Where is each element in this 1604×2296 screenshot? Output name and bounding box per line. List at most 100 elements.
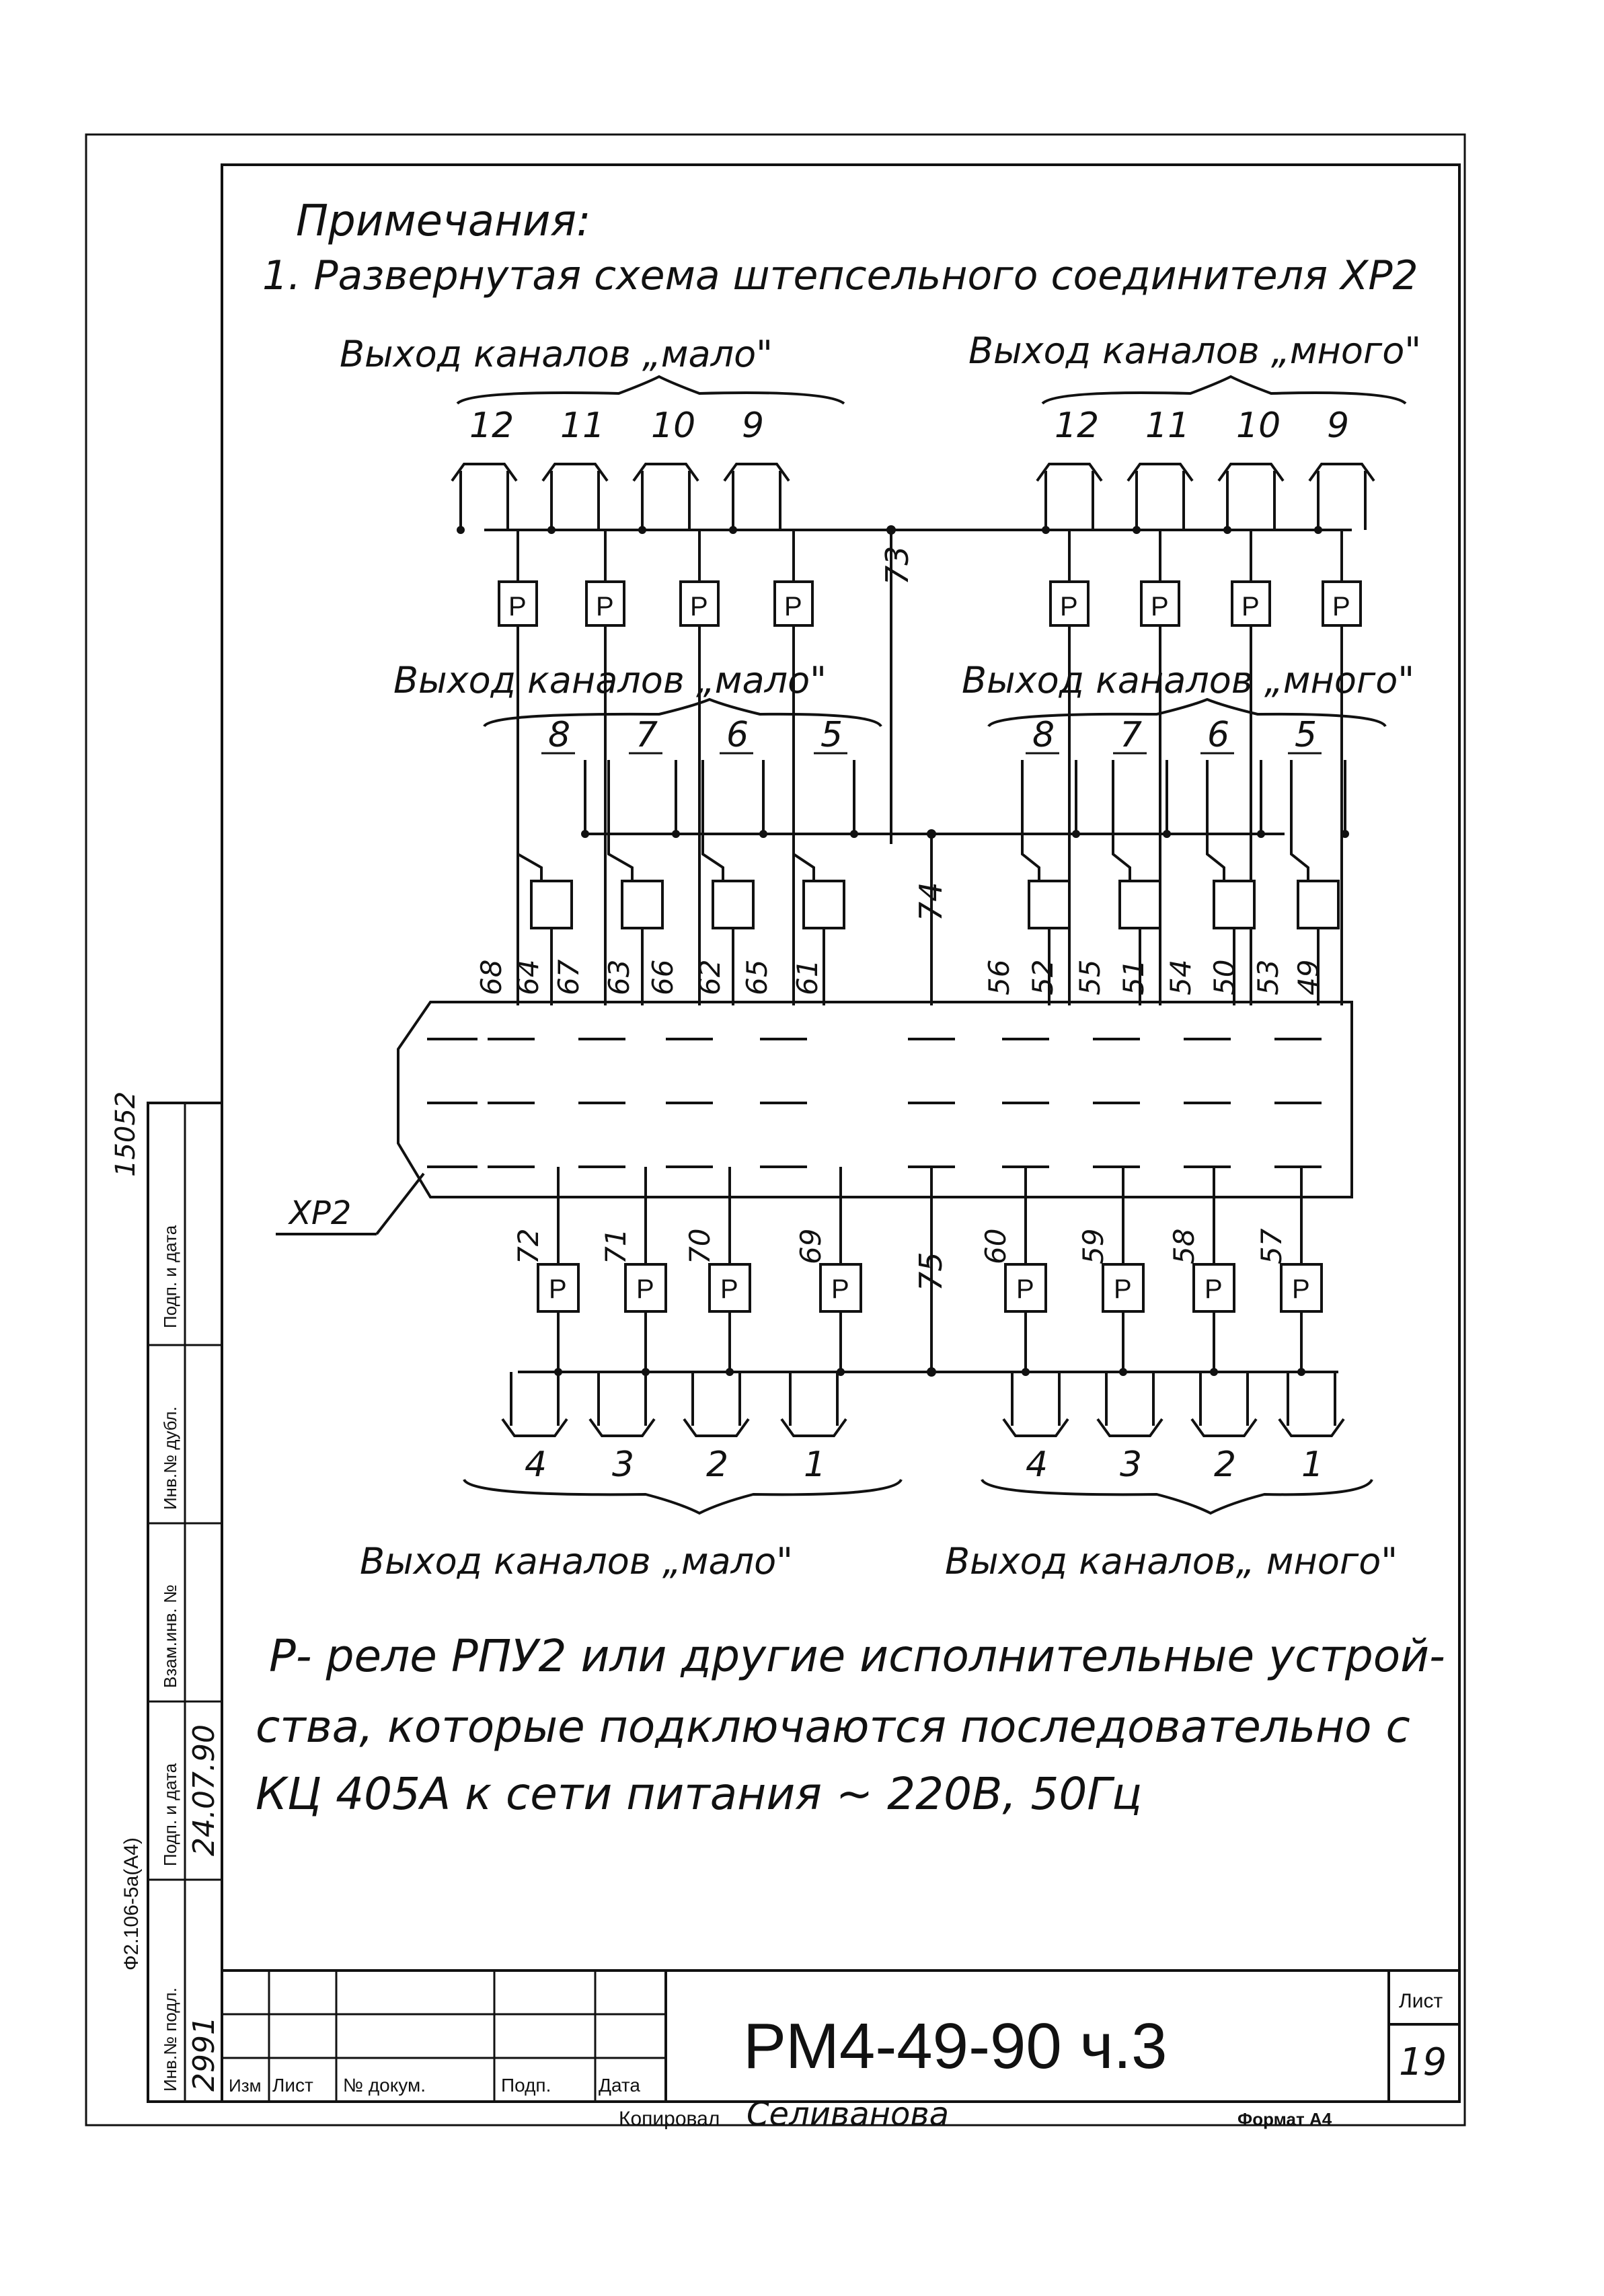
coil-box — [712, 880, 755, 929]
junction-dot — [672, 830, 680, 838]
wire-number: 66 — [646, 960, 679, 995]
bottom-channel-number: 3 — [612, 1445, 634, 1485]
group-label-top-left: Выход каналов „мало" — [340, 333, 773, 375]
relay-label: Р — [1205, 1274, 1223, 1304]
coil-box — [802, 880, 845, 929]
output-arrow-top — [451, 463, 518, 482]
output-arrow-bottom — [1190, 1418, 1258, 1437]
coil-lead — [1290, 760, 1309, 881]
output-arrow-top — [1308, 463, 1375, 482]
wire-number: 71 — [599, 1229, 632, 1264]
relay-label: Р — [636, 1274, 654, 1304]
brace-mid-left — [483, 697, 882, 728]
outer-frame — [85, 133, 1466, 2127]
wire-number: 65 — [740, 960, 773, 995]
connector-xp2-body — [397, 1001, 1353, 1198]
wire-number: 62 — [693, 960, 726, 995]
copied-label: Копировал — [619, 2108, 720, 2130]
legend-line-1: Р- реле РПУ2 или другие исполнительные у… — [269, 1630, 1445, 1682]
bus-junction — [927, 829, 936, 839]
col-izm: Изм — [229, 2075, 261, 2096]
wire-number: 51 — [1117, 960, 1150, 995]
junction-dot — [759, 830, 767, 838]
bottom-channel-number: 2 — [1214, 1445, 1236, 1485]
junction-dot — [457, 526, 465, 534]
wire-number: 60 — [979, 1229, 1012, 1264]
sheet-label: Лист — [1399, 1990, 1443, 2012]
top-channel-number: 12 — [469, 406, 514, 446]
wire-74: 74 — [913, 882, 949, 921]
title-block: Изм Лист № докум. Подп. Дата РМ4-49-90 ч… — [222, 1969, 1459, 2133]
bottom-channel-number: 3 — [1120, 1445, 1142, 1485]
col-sign: Подп. — [501, 2075, 551, 2096]
relay-label: Р — [1242, 592, 1260, 621]
output-arrow-bottom — [1096, 1418, 1163, 1437]
stamp-hw-sign: 15052 — [110, 1092, 141, 1177]
side-stamp: Подп. и дата Инв.№ дубл. Взам.инв. № Под… — [110, 1092, 223, 2103]
group-label-bottom-left: Выход каналов „мало" — [360, 1540, 793, 1582]
coil-box — [1028, 880, 1071, 929]
relay-box — [708, 1263, 751, 1313]
wire-number: 72 — [512, 1229, 545, 1264]
output-arrow-top — [1126, 463, 1194, 482]
relay-box — [1192, 1263, 1235, 1313]
wire-number: 58 — [1168, 1229, 1200, 1264]
wire-number: 50 — [1208, 960, 1241, 995]
bus-junction — [886, 525, 896, 535]
junction-dot — [850, 830, 858, 838]
coil-lead — [1206, 760, 1225, 881]
relay-box — [773, 580, 814, 627]
bottom-channel-number: 4 — [1026, 1445, 1048, 1485]
group-label-top-right: Выход каналов „много" — [968, 330, 1421, 372]
wire-number: 57 — [1255, 1228, 1288, 1264]
bottom-output-arrows — [501, 1372, 1345, 1437]
junction-dot — [1072, 830, 1080, 838]
col-list: Лист — [272, 2075, 313, 2096]
wire-number: 61 — [791, 960, 824, 995]
coil-lead — [1021, 760, 1040, 881]
junction-dot — [1163, 830, 1171, 838]
relay-box — [1102, 1263, 1145, 1313]
junction-dot — [1257, 830, 1265, 838]
coil-lead — [792, 760, 815, 881]
relay-label: Р — [549, 1274, 567, 1304]
output-arrow-bottom — [1278, 1418, 1345, 1437]
relay-label: Р — [596, 592, 614, 621]
relay-label: Р — [1292, 1274, 1310, 1304]
relay-label: Р — [1114, 1274, 1132, 1304]
relay-label: Р — [1151, 592, 1169, 621]
brace-bottom-right — [981, 1478, 1373, 1515]
output-arrow-top — [1036, 463, 1103, 482]
output-arrow-bottom — [1002, 1418, 1069, 1437]
mid-channel-number: 7 — [636, 715, 658, 755]
mid-channel-number: 6 — [1207, 715, 1229, 755]
top-channel-number: 11 — [560, 406, 605, 446]
output-arrow-top — [1217, 463, 1285, 482]
output-arrow-top — [723, 463, 790, 482]
wire-number: 59 — [1077, 1229, 1110, 1264]
wire-number: 56 — [983, 960, 1016, 995]
top-channel-number: 10 — [651, 406, 695, 446]
wire-number: 63 — [603, 960, 636, 995]
mid-channel-number: 6 — [726, 715, 749, 755]
relay-box — [498, 580, 538, 627]
relay-box — [1280, 1263, 1323, 1313]
stamp-col-1: Инв.№ подл. — [160, 1987, 180, 2092]
output-arrow-bottom — [501, 1418, 568, 1437]
mid-channel-number: 7 — [1120, 715, 1142, 755]
output-arrow-top — [632, 463, 699, 482]
top-channel-number: 10 — [1236, 406, 1281, 446]
top-channel-number: 11 — [1145, 406, 1190, 446]
relay-label: Р — [690, 592, 708, 621]
wire-number: 54 — [1164, 960, 1197, 995]
coil-box — [621, 880, 664, 929]
col-date: Дата — [599, 2075, 640, 2096]
group-label-mid-right: Выход каналов „много" — [962, 659, 1414, 701]
top-channel-number: 12 — [1055, 406, 1099, 446]
coil-lead — [517, 760, 543, 881]
